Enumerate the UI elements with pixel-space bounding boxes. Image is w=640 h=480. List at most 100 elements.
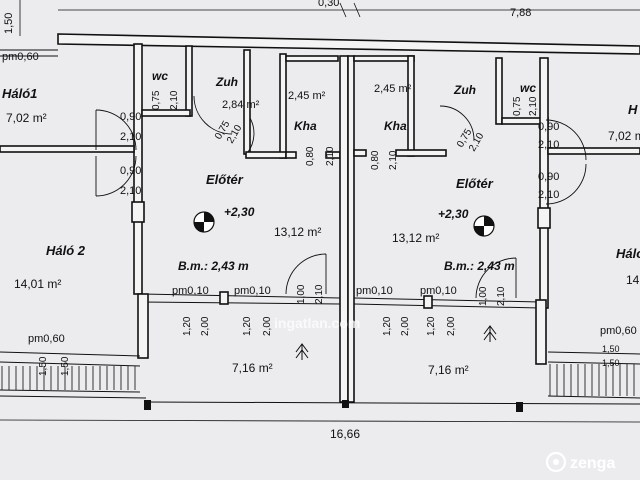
zuh-wc-right-wall [495, 57, 503, 125]
opening-200-b: 2,00 [262, 316, 273, 336]
terrace-edge [0, 395, 147, 399]
room-area-eloter-left: 13,12 m² [274, 225, 321, 239]
room-name-halo-right-top: H [628, 102, 638, 117]
room-name-kha-left: Kha [294, 119, 317, 133]
opening-kha-right-080: 0,80 [370, 150, 381, 170]
window-mullion [423, 295, 433, 309]
dim-150-c: 1,50 [602, 344, 620, 354]
opening-halo2-090: 0,90 [120, 165, 141, 177]
zenga-logo-icon [545, 451, 567, 473]
opening-right-200-a: 2,00 [400, 316, 411, 336]
opening-halo-right-210a: 2,10 [538, 139, 559, 151]
opening-right-120-a: 1,20 [382, 316, 393, 336]
dim-150-b: 1,50 [60, 356, 71, 376]
room-name-zuh-right: Zuh [453, 83, 476, 97]
room-area-halo-right-bottom: 14 [626, 273, 640, 287]
zuh-right-bottom-wall [395, 149, 447, 157]
room-name-eloter-left: Előtér [206, 172, 244, 187]
kha-side-wall [279, 53, 287, 159]
opening-halo-right-090a: 0,90 [538, 121, 559, 133]
facade-line [353, 303, 541, 309]
door-swing-halo-right-a [545, 119, 587, 161]
room-name-halo1: Háló1 [2, 86, 37, 101]
wc-zuh-wall [185, 45, 193, 117]
room-area-halo-right-top: 7,02 m² [608, 129, 640, 143]
kha-right-top-wall [353, 55, 415, 62]
door-swing-zuh [193, 95, 233, 135]
dim-top-left: 1,50 [3, 13, 15, 34]
room-area-terrace-left: 7,16 m² [232, 361, 273, 375]
entrance-arrow-left [295, 343, 309, 360]
dim-bottom-total: 16,66 [330, 427, 360, 441]
opening-kha-080: 0,80 [305, 146, 316, 166]
room-name-halo2: Háló 2 [46, 243, 86, 258]
opening-kha-210: 2,10 [325, 146, 336, 166]
opening-right-120-b: 1,20 [426, 316, 437, 336]
dimension-tick [353, 2, 361, 18]
dim-150-a: 1,50 [38, 356, 49, 376]
opening-wc-right-075: 0,75 [512, 96, 523, 116]
bottom-dimension-line [0, 419, 640, 423]
kha-right-bottom-stub [353, 149, 367, 157]
dim-pm060-bottom-left: pm0,60 [28, 333, 65, 345]
opening-halo1-090: 0,90 [120, 111, 141, 123]
wc-bottom-wall [141, 109, 191, 117]
party-wall [339, 55, 349, 403]
dim-pm060-bottom-right: pm0,60 [600, 325, 637, 337]
opening-200-a: 2,00 [200, 316, 211, 336]
facade-line [141, 301, 341, 305]
dim-150-d: 1,50 [602, 358, 620, 368]
room-area-halo1: 7,02 m² [6, 111, 47, 125]
opening-right-200-b: 2,00 [446, 316, 457, 336]
opening-kha-right-210: 2,10 [388, 150, 399, 170]
post [144, 400, 151, 410]
opening-wc-right-210: 2,10 [528, 96, 539, 116]
room-area-zuh-left: 2,84 m² [222, 99, 260, 111]
zuh-bottom-wall [245, 151, 287, 159]
opening-right-pm010-b: pm0,10 [420, 285, 457, 297]
room-name-wc-left: wc [152, 69, 168, 83]
right-railing [547, 351, 640, 399]
opening-wc-210: 2,10 [169, 90, 180, 110]
door-swing-terrace-right [475, 257, 517, 299]
opening-100: 1,00 [296, 284, 307, 304]
bm-right: B.m.: 2,43 m [444, 259, 515, 273]
level-right: +2,30 [438, 207, 469, 221]
right-railing-hatch [549, 364, 635, 396]
opening-wc-075: 0,75 [151, 90, 162, 110]
terrace-side-wall [137, 293, 149, 359]
opening-210-door: 2,10 [314, 284, 325, 304]
facade-line [141, 293, 341, 299]
opening-pm010-a: pm0,10 [172, 285, 209, 297]
halo-divider-wall [0, 145, 135, 153]
opening-halo-right-210b: 2,10 [538, 189, 559, 201]
window-mullion [219, 291, 229, 305]
door-swing-halo1 [95, 109, 137, 151]
pillar [131, 201, 145, 223]
door-swing-zuh-right [439, 105, 475, 141]
door-swing-halo2 [95, 155, 137, 197]
opening-halo2-210: 2,10 [120, 185, 141, 197]
room-name-eloter-right: Előtér [456, 176, 494, 191]
opening-right-100: 1,00 [478, 286, 489, 306]
facade-line [353, 297, 541, 303]
kha-top-wall [285, 55, 339, 62]
level-marker-left [193, 211, 215, 233]
room-name-halo-right-bottom: Hálo [616, 246, 640, 261]
level-left: +2,30 [224, 205, 255, 219]
post [342, 400, 349, 408]
room-area-terrace-right: 7,16 m² [428, 363, 469, 377]
watermark-corner: zenga [570, 455, 615, 472]
opening-120-a: 1,20 [182, 316, 193, 336]
opening-halo1-210: 2,10 [120, 131, 141, 143]
post [516, 402, 523, 412]
room-name-zuh-left: Zuh [215, 75, 238, 89]
left-railing [0, 351, 141, 393]
top-outer-wall [57, 33, 640, 55]
terrace-side-wall [535, 299, 547, 365]
bm-left: B.m.: 2,43 m [178, 259, 249, 273]
pillar [537, 207, 551, 229]
watermark-center: ingatlan.com [274, 315, 360, 331]
dim-top-right: 7,88 [510, 7, 531, 19]
